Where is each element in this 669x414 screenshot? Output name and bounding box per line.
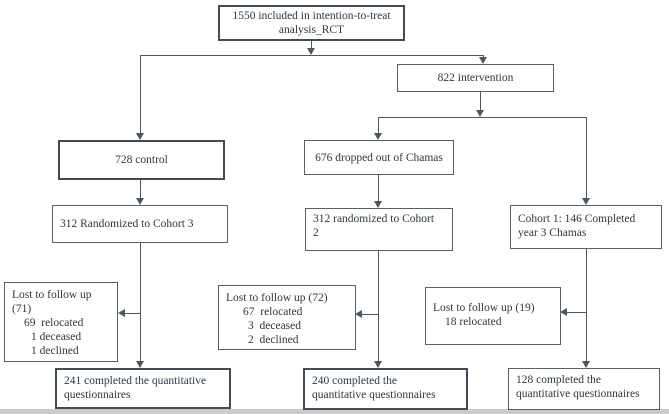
arrowhead-down: [582, 198, 590, 205]
arrowhead-down: [136, 198, 144, 205]
connector-line: [362, 314, 378, 315]
connector-line: [378, 175, 379, 201]
box-text-line: Lost to follow up (72): [226, 292, 328, 304]
box-text-line: 67 relocated: [243, 306, 303, 318]
connector-line: [378, 117, 586, 118]
box-text-line: 822 intervention: [437, 72, 514, 84]
arrowhead-down: [136, 133, 144, 140]
box-completed-questionnaires-240: 240 completed the quantitative questionn…: [303, 368, 468, 410]
arrowhead-left: [560, 308, 567, 316]
box-lost-to-follow-up-72: Lost to follow up (72) 67 relocated 3 de…: [218, 285, 356, 350]
box-dropped-out-chamas: 676 dropped out of Chamas: [304, 140, 454, 175]
figure-bottom-edge: [0, 409, 669, 414]
box-text-line: Cohort 1: 146 Completed: [518, 213, 636, 225]
box-text-line: 728 control: [115, 154, 168, 166]
box-text-line: 676 dropped out of Chamas: [315, 151, 443, 164]
box-randomized-cohort-2: 312 randomized to Cohort 2: [305, 208, 453, 251]
box-text-line: 1550 included in intention-to-treat: [232, 10, 391, 22]
box-lost-to-follow-up-19: Lost to follow up (19) 18 relocated: [425, 287, 561, 345]
box-text-line: questionnaires: [64, 389, 131, 401]
connector-line: [140, 55, 141, 133]
connector-line: [140, 180, 141, 198]
box-text-line: year 3 Chamas: [518, 227, 587, 239]
box-text-line: (71): [12, 303, 32, 315]
connector-line: [483, 55, 484, 58]
box-text-line: quantitative questionnaires: [312, 389, 436, 401]
connector-line: [586, 249, 587, 361]
box-control: 728 control: [58, 140, 225, 180]
box-text-line: 1 deceased: [31, 331, 82, 343]
box-text-line: 1 declined: [31, 345, 79, 357]
box-intervention: 822 intervention: [397, 64, 554, 92]
box-cohort-1-completed: Cohort 1: 146 Completed year 3 Chamas: [510, 205, 662, 249]
arrowhead-down: [476, 110, 484, 117]
box-text-line: Lost to follow up (19): [433, 302, 535, 314]
arrowhead-down: [374, 361, 382, 368]
arrowhead-left: [118, 309, 125, 317]
box-completed-questionnaires-241: 241 completed the quantitative questionn…: [55, 368, 231, 409]
box-text-line: Lost to follow up: [12, 289, 92, 301]
box-text-line: 240 completed the: [312, 375, 397, 387]
arrowhead-down: [307, 48, 315, 55]
box-text-line: 2: [313, 227, 319, 239]
box-text-line: analysis_RCT: [278, 24, 345, 36]
connector-line: [378, 251, 379, 361]
connector-line: [140, 243, 141, 361]
box-text-line: 241 completed the quantitative: [64, 375, 207, 387]
box-text-line: 312 randomized to Cohort: [313, 213, 435, 225]
box-intention-to-treat: 1550 included in intention-to-treat anal…: [218, 5, 405, 41]
arrowhead-down: [374, 201, 382, 208]
arrowhead-down: [136, 361, 144, 368]
box-text-line: 69 relocated: [24, 317, 84, 329]
box-text-line: 2 declined: [248, 334, 299, 346]
connector-line: [311, 41, 312, 49]
box-randomized-cohort-3: 312 Randomized to Cohort 3: [52, 205, 228, 243]
arrowhead-down: [479, 57, 487, 64]
box-lost-to-follow-up-71: Lost to follow up (71) 69 relocated 1 de…: [4, 282, 118, 362]
connector-line: [378, 117, 379, 133]
connector-line: [480, 92, 481, 110]
arrowhead-left: [355, 310, 362, 318]
box-completed-questionnaires-128: 128 completed the quantitative questionn…: [508, 368, 660, 410]
connector-line: [125, 313, 140, 314]
box-text-line: 312 Randomized to Cohort 3: [60, 218, 194, 230]
box-text-line: 18 relocated: [445, 316, 502, 328]
arrowhead-down: [582, 361, 590, 368]
connector-line: [140, 55, 484, 56]
connector-line: [567, 312, 586, 313]
box-text-line: 128 completed the: [516, 374, 601, 386]
arrowhead-down: [374, 133, 382, 140]
box-text-line: quantitative questionnaires: [516, 388, 640, 400]
box-text-line: 3 deceased: [248, 320, 301, 332]
connector-line: [586, 117, 587, 198]
